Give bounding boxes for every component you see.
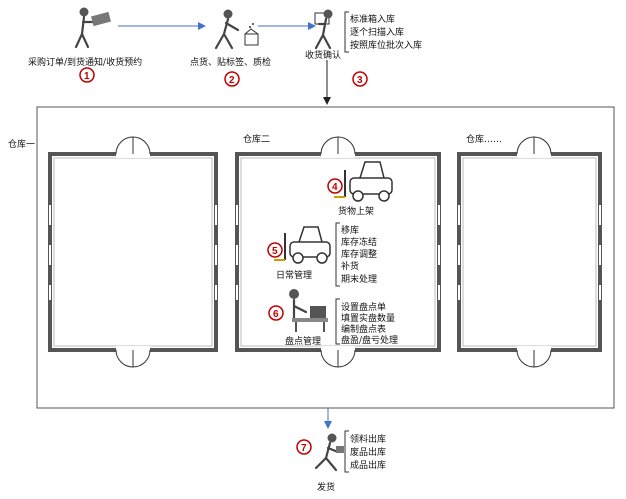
warehouse-three — [457, 136, 602, 368]
svg-text:1: 1 — [84, 71, 90, 82]
forklift-icon — [334, 161, 393, 202]
step-circle-4: 4 — [327, 178, 343, 194]
step-circle-7: 7 — [296, 439, 312, 455]
svg-text:7: 7 — [301, 443, 307, 454]
stocktake-option: 设置盘点单 — [341, 301, 386, 313]
step-label: 采购订单/到货通知/收货预约 — [28, 56, 142, 68]
step-label: 点货、贴标签、质检 — [190, 56, 271, 68]
outbound-option: 废品出库 — [350, 446, 386, 458]
stocktake-option: 盘盈/盘亏处理 — [341, 334, 398, 346]
stocktake-bracket — [335, 298, 340, 345]
svg-text:2: 2 — [229, 75, 235, 86]
inbound-bracket — [344, 11, 349, 53]
outbound-option: 成品出库 — [350, 459, 386, 471]
stocktake-option: 填置实盘数量 — [341, 312, 395, 324]
step-circle-3: 3 — [352, 71, 368, 87]
outbound-bracket — [344, 430, 349, 473]
daily-option: 移库 — [341, 224, 359, 236]
daily-option: 补货 — [341, 260, 359, 272]
warehouse-one — [48, 136, 218, 368]
step-circle-6: 6 — [268, 305, 284, 321]
step-label: 盘点管理 — [285, 335, 321, 347]
warehouse-two — [235, 136, 441, 368]
svg-text:6: 6 — [273, 309, 279, 320]
forklift-icon — [274, 226, 331, 264]
step-label: 货物上架 — [338, 205, 374, 217]
daily-option: 库存调整 — [341, 248, 377, 260]
svg-text:5: 5 — [272, 246, 278, 257]
warehouse-label: 仓库二 — [243, 133, 270, 145]
svg-text:3: 3 — [357, 75, 363, 86]
person-running-icon — [314, 433, 344, 472]
step-label: 收货确认 — [305, 49, 341, 61]
person-scanning-icon — [214, 9, 259, 50]
step-circle-5: 5 — [267, 242, 283, 258]
outbound-option: 领料出库 — [350, 433, 386, 445]
inbound-option: 逐个扫描入库 — [350, 26, 404, 38]
svg-text:4: 4 — [332, 182, 338, 193]
person-with-box-icon — [74, 7, 111, 49]
step-circle-1: 1 — [79, 67, 95, 83]
daily-option: 库存冻结 — [341, 236, 377, 248]
inbound-option: 标准箱入库 — [350, 13, 395, 25]
step-label: 日常管理 — [276, 269, 312, 281]
daily-bracket — [335, 222, 340, 287]
daily-option: 期末处理 — [341, 273, 377, 285]
inbound-option: 按照库位批次入库 — [350, 39, 422, 51]
step-label: 发货 — [317, 481, 335, 493]
worker-at-desk-icon — [289, 289, 328, 332]
stocktake-option: 编制盘点表 — [341, 323, 386, 335]
warehouse-label: 仓库…… — [466, 133, 502, 145]
step-circle-2: 2 — [224, 71, 240, 87]
person-carrying-box-icon — [314, 9, 333, 50]
warehouse-label: 仓库一 — [8, 138, 35, 150]
